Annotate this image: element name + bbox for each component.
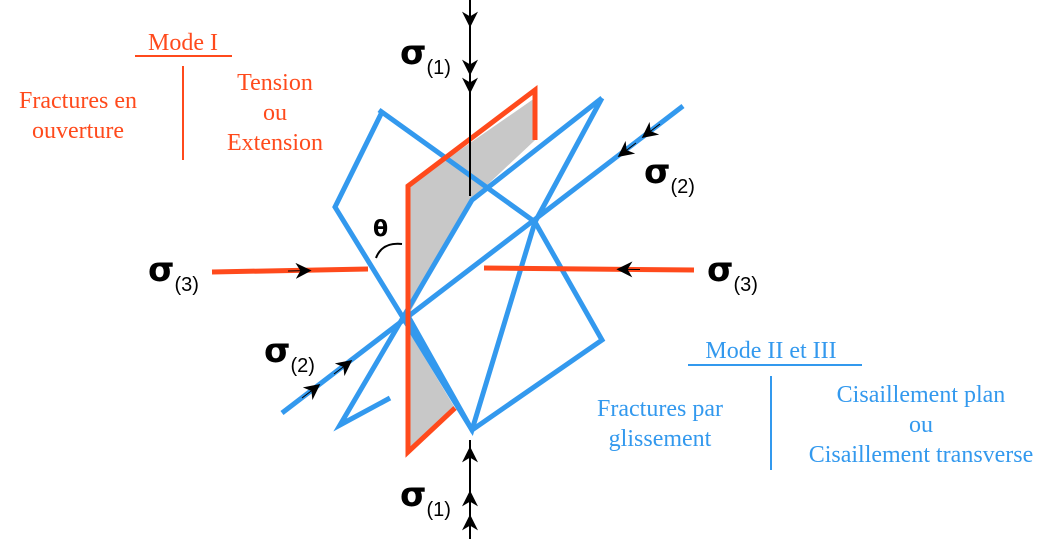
mode23-title: Mode II et III bbox=[705, 338, 836, 364]
sigma1-top-label: σ(1) bbox=[400, 33, 451, 79]
theta-label: θ bbox=[373, 217, 388, 242]
mode23-right-line1: Cisaillement plan bbox=[837, 382, 1006, 408]
sigma-symbol: σ bbox=[400, 33, 426, 73]
fracture-geometry bbox=[211, 0, 695, 539]
opening-plane-outline bbox=[405, 84, 538, 458]
mode1-right-line1: Tension bbox=[237, 70, 313, 96]
stress-arrows bbox=[287, 6, 661, 536]
stress-labels: σ(1) σ(1) σ(2) σ(2) σ(3) σ(3) θ bbox=[148, 33, 758, 521]
shear-plane-3 bbox=[405, 220, 606, 434]
sigma2-bottom-arrow-1 bbox=[301, 384, 321, 401]
mode1-left-line1: Fractures en bbox=[19, 88, 137, 114]
mode1-right-line3: Extension bbox=[227, 130, 323, 156]
sigma1-index: (1) bbox=[426, 499, 450, 521]
sigma3-right-bar bbox=[483, 265, 695, 273]
mode23-left-line1: Fractures par bbox=[597, 396, 723, 422]
sigma1-bottom-label: σ(1) bbox=[400, 475, 451, 521]
sigma1-index: (1) bbox=[426, 57, 450, 79]
sigma2-index: (2) bbox=[290, 355, 314, 377]
sigma-symbol: σ bbox=[707, 250, 733, 290]
shear-plane-2-edge bbox=[532, 96, 605, 224]
sigma-symbol: σ bbox=[264, 331, 290, 371]
opening-plane-fill-lower bbox=[408, 330, 455, 452]
sigma2-bottom-arrow-2 bbox=[333, 360, 353, 377]
mode23-legend: Mode II et III Fractures par glissement … bbox=[597, 338, 1033, 470]
sigma2-top-arrow-1 bbox=[641, 121, 661, 138]
sigma2-index: (2) bbox=[670, 176, 694, 198]
sigma3-index: (3) bbox=[174, 274, 198, 296]
mode23-right-line2: ou bbox=[909, 412, 933, 438]
sigma3-index: (3) bbox=[733, 274, 757, 296]
mode1-left-line2: ouverture bbox=[32, 118, 124, 144]
opening-plane-fill-upper bbox=[408, 98, 535, 316]
sigma2-top-arrow-2 bbox=[617, 140, 637, 157]
mode23-left-line2: glissement bbox=[609, 426, 712, 452]
sigma3-left-label: σ(3) bbox=[148, 250, 199, 296]
sigma3-right-label: σ(3) bbox=[707, 250, 758, 296]
mode1-legend: Mode I Fractures en ouverture Tension ou… bbox=[19, 30, 323, 160]
mode23-right-line3: Cisaillement transverse bbox=[809, 442, 1034, 468]
mode1-right-line2: ou bbox=[263, 100, 287, 126]
theta-arc bbox=[375, 242, 403, 259]
sigma2-left-label: σ(2) bbox=[264, 331, 315, 377]
sigma3-left-arrow bbox=[287, 262, 312, 279]
mode1-title: Mode I bbox=[148, 30, 218, 56]
sigma-symbol: σ bbox=[644, 152, 670, 192]
sigma2-right-label: σ(2) bbox=[644, 152, 695, 198]
sigma-symbol: σ bbox=[148, 250, 174, 290]
sigma-symbol: σ bbox=[400, 475, 426, 515]
